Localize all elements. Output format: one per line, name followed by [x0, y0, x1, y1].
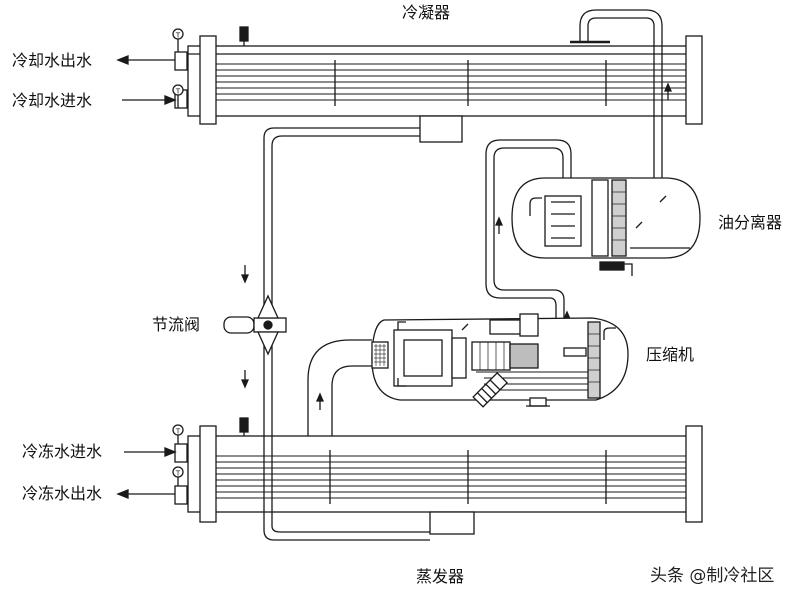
oil-separator-label: 油分离器 — [718, 213, 783, 232]
thermometer-gauge-icon: T — [172, 28, 184, 52]
throttle-valve-icon — [223, 294, 287, 356]
relief-valve-icon — [239, 26, 249, 46]
watermark-text: 头条 @制冷社区 — [650, 566, 775, 586]
condenser — [174, 35, 703, 143]
svg-text:T: T — [175, 88, 181, 96]
condenser-label: 冷凝器 — [402, 3, 451, 22]
evaporator — [174, 425, 703, 535]
cooling-water-in-arrow — [122, 95, 177, 105]
cooling-water-out-arrow — [116, 55, 175, 65]
chilled-water-out-arrow — [116, 489, 175, 499]
evaporator-label: 蒸发器 — [416, 567, 465, 586]
thermometer-gauge-icon: T — [172, 424, 184, 444]
svg-text:T: T — [175, 428, 181, 436]
suction-line-pipe — [307, 339, 372, 436]
cooling-water-in-label: 冷却水进水 — [12, 91, 93, 110]
svg-text:T: T — [175, 470, 181, 478]
throttle-valve-label: 节流阀 — [152, 315, 201, 334]
compressor — [371, 313, 629, 408]
compressor-label: 压缩机 — [646, 345, 695, 364]
thermometer-gauge-icon: T — [172, 466, 184, 486]
svg-text:T: T — [175, 32, 181, 40]
chilled-water-in-label: 冷冻水进水 — [22, 442, 103, 461]
relief-valve-icon — [239, 417, 249, 436]
chilled-water-out-label: 冷冻水出水 — [22, 484, 103, 503]
thermometer-gauge-icon: T — [172, 84, 184, 108]
chilled-water-in-arrow — [124, 447, 177, 457]
cooling-water-out-label: 冷却水出水 — [12, 51, 93, 70]
oil-separator — [511, 177, 701, 276]
